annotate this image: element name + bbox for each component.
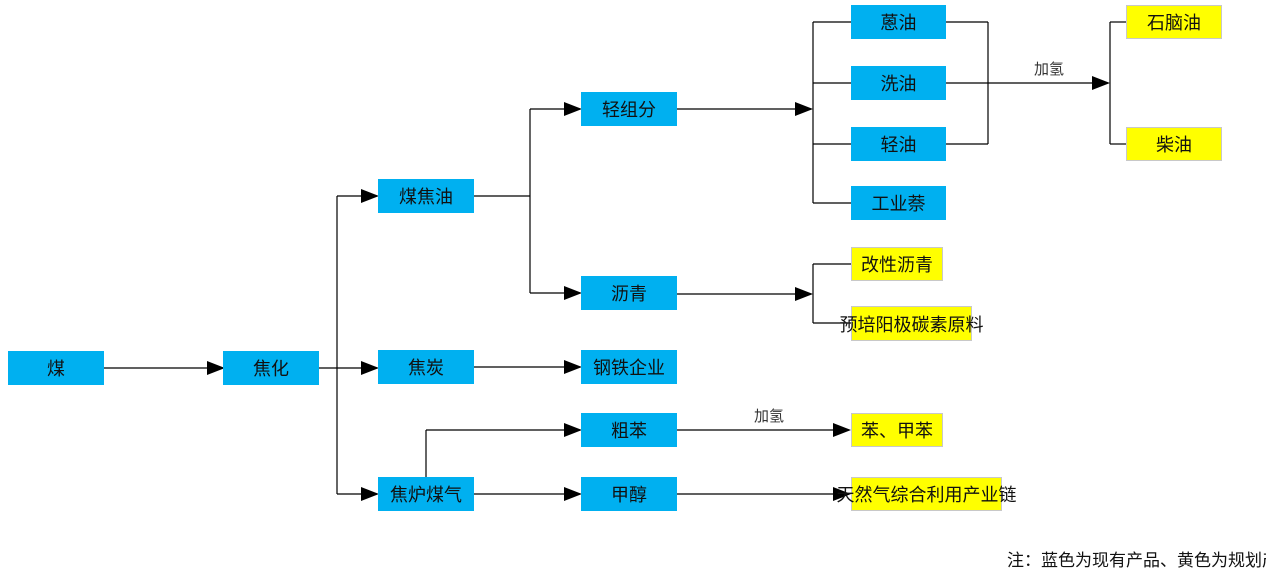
node-coke: 焦炭 [378,350,474,384]
node-light-oil: 轻油 [851,127,946,161]
edge-label-hydrogenation-oils: 加氢 [1034,60,1065,78]
node-steel: 钢铁企业 [581,350,677,384]
node-modified-pitch: 改性沥青 [851,247,943,281]
node-light-fraction: 轻组分 [581,92,677,126]
node-pitch: 沥青 [581,276,677,310]
node-coking: 焦化 [223,351,319,385]
edge-label-hydrogenation-benzene: 加氢 [754,407,785,425]
node-coal: 煤 [8,351,104,385]
node-coal-tar: 煤焦油 [378,179,474,213]
node-anode-material: 预培阳极碳素原料 [840,306,984,341]
node-diesel: 柴油 [1126,127,1222,161]
node-methanol: 甲醇 [581,477,677,511]
node-gas-chain: 天然气综合利用产业链 [837,477,1017,511]
node-crude-benzene: 粗苯 [581,413,677,447]
node-wash-oil: 洗油 [851,66,946,100]
legend-note: 注：蓝色为现有产品、黄色为规划产品 [1007,551,1266,571]
node-benzene-toluene: 苯、甲苯 [851,413,943,447]
node-anthracene-oil: 蒽油 [851,5,946,39]
node-naphthalene: 工业萘 [851,186,946,220]
node-coke-oven-gas: 焦炉煤气 [378,477,474,511]
node-naphtha: 石脑油 [1126,5,1222,39]
